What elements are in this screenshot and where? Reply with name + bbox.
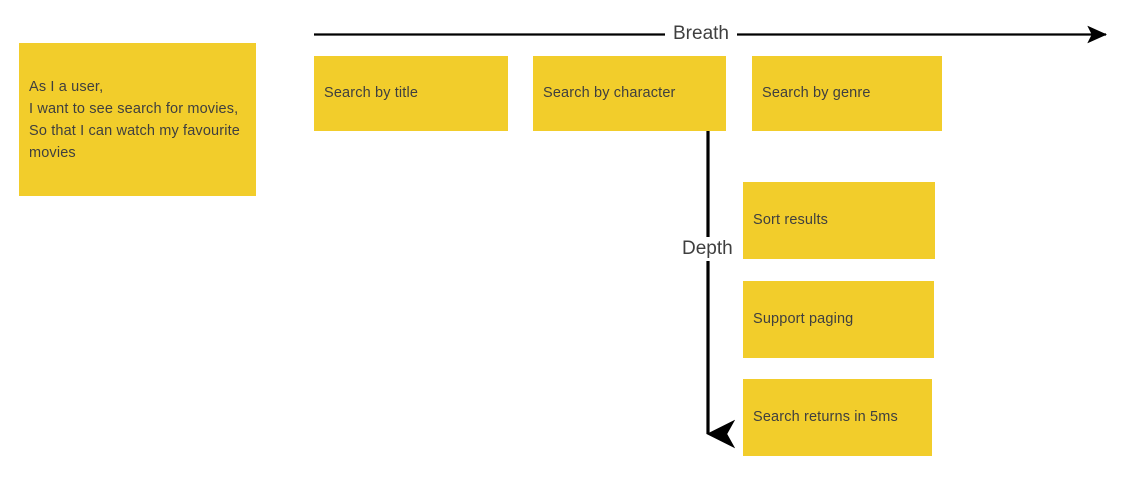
user-story-text: As I a user, I want to see search for mo…: [29, 78, 240, 161]
user-story-card[interactable]: As I a user, I want to see search for mo…: [19, 43, 256, 196]
depth-card-sort-results[interactable]: Sort results: [743, 182, 935, 259]
depth-card-label: Sort results: [753, 212, 829, 228]
depth-card-support-paging[interactable]: Support paging: [743, 281, 934, 358]
breadth-card-label: Search by genre: [762, 85, 871, 101]
depth-card-label: Search returns in 5ms: [753, 409, 898, 425]
depth-card-search-returns-in-5ms[interactable]: Search returns in 5ms: [743, 379, 932, 456]
depth-card-label: Support paging: [753, 311, 854, 327]
breadth-card-search-by-character[interactable]: Search by character: [533, 56, 726, 131]
breadth-axis-label: Breath: [665, 22, 737, 46]
depth-axis-label: Depth: [674, 237, 741, 261]
breadth-card-label: Search by character: [543, 85, 676, 101]
breadth-card-search-by-title[interactable]: Search by title: [314, 56, 508, 131]
breadth-card-search-by-genre[interactable]: Search by genre: [752, 56, 942, 131]
breadth-card-label: Search by title: [324, 85, 419, 101]
